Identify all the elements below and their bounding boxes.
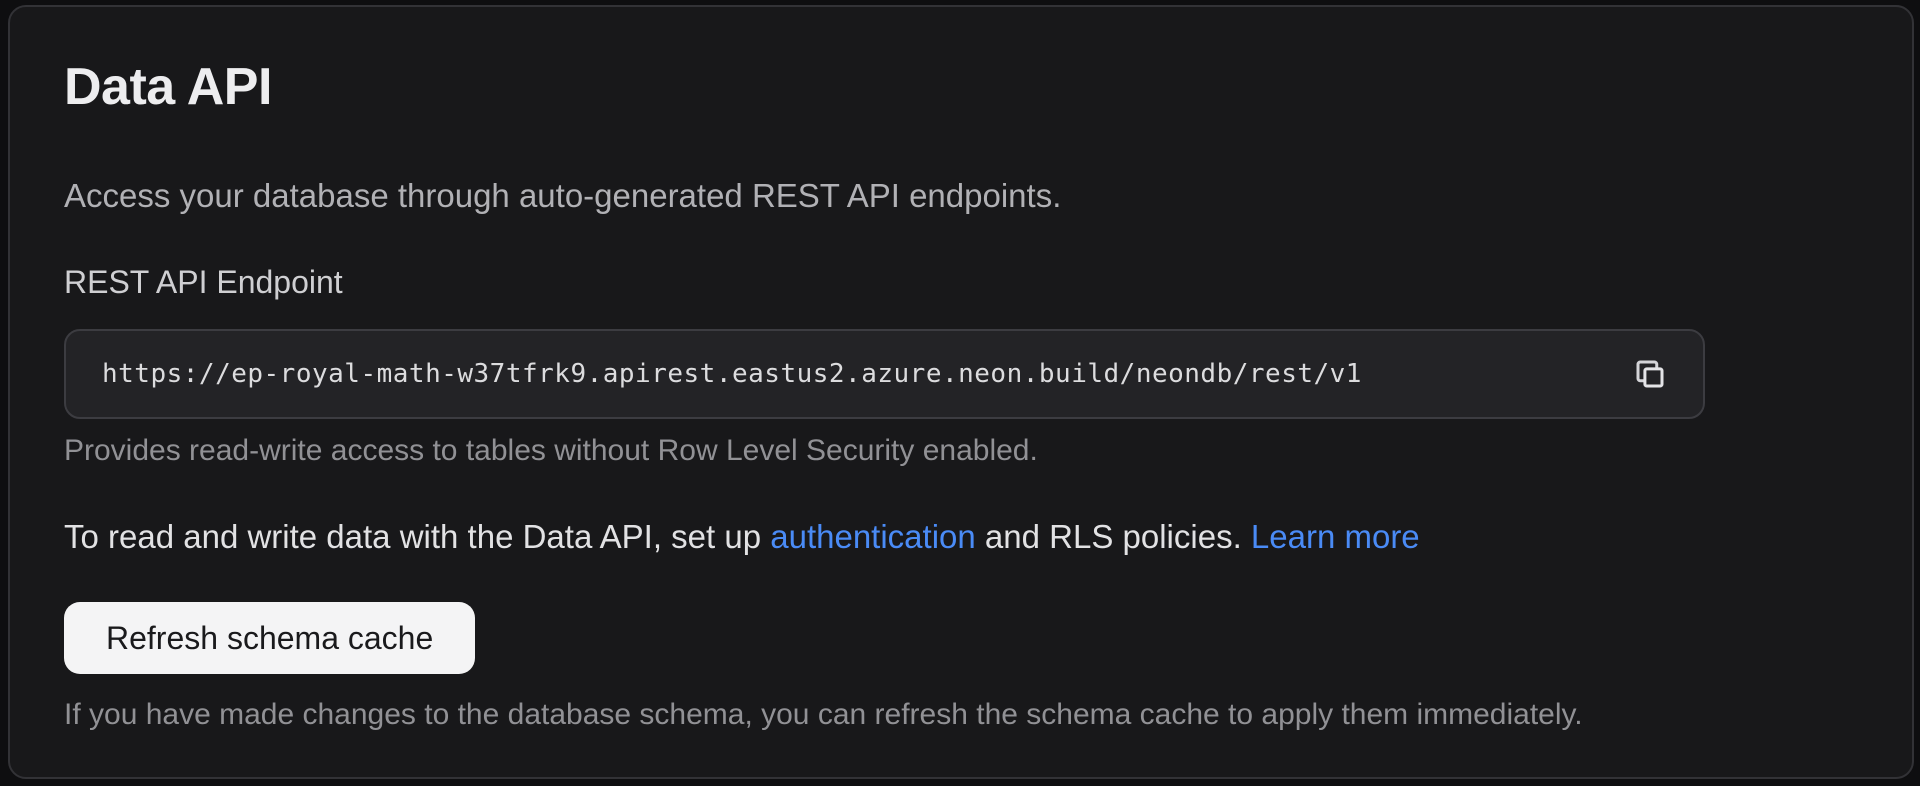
copy-icon	[1632, 356, 1668, 392]
page-subtitle: Access your database through auto-genera…	[64, 176, 1062, 214]
authentication-link[interactable]: authentication	[770, 517, 976, 555]
endpoint-label: REST API Endpoint	[64, 263, 343, 300]
endpoint-url-value: https://ep-royal-math-w37tfrk9.apirest.e…	[102, 359, 1362, 390]
refresh-helper-text: If you have made changes to the database…	[64, 697, 1583, 731]
page-title: Data API	[64, 58, 272, 116]
endpoint-url-field[interactable]: https://ep-royal-math-w37tfrk9.apirest.e…	[64, 329, 1705, 420]
copy-button[interactable]	[1627, 351, 1673, 397]
rls-cta-line: To read and write data with the Data API…	[64, 518, 1858, 556]
data-api-panel: Data API Access your database through au…	[8, 5, 1914, 779]
cta-text-middle: and RLS policies.	[975, 517, 1251, 555]
endpoint-helper-text: Provides read-write access to tables wit…	[64, 434, 1038, 468]
refresh-schema-cache-button[interactable]: Refresh schema cache	[64, 601, 476, 674]
learn-more-link[interactable]: Learn more	[1250, 517, 1420, 555]
cta-text-prefix: To read and write data with the Data API…	[64, 517, 771, 555]
